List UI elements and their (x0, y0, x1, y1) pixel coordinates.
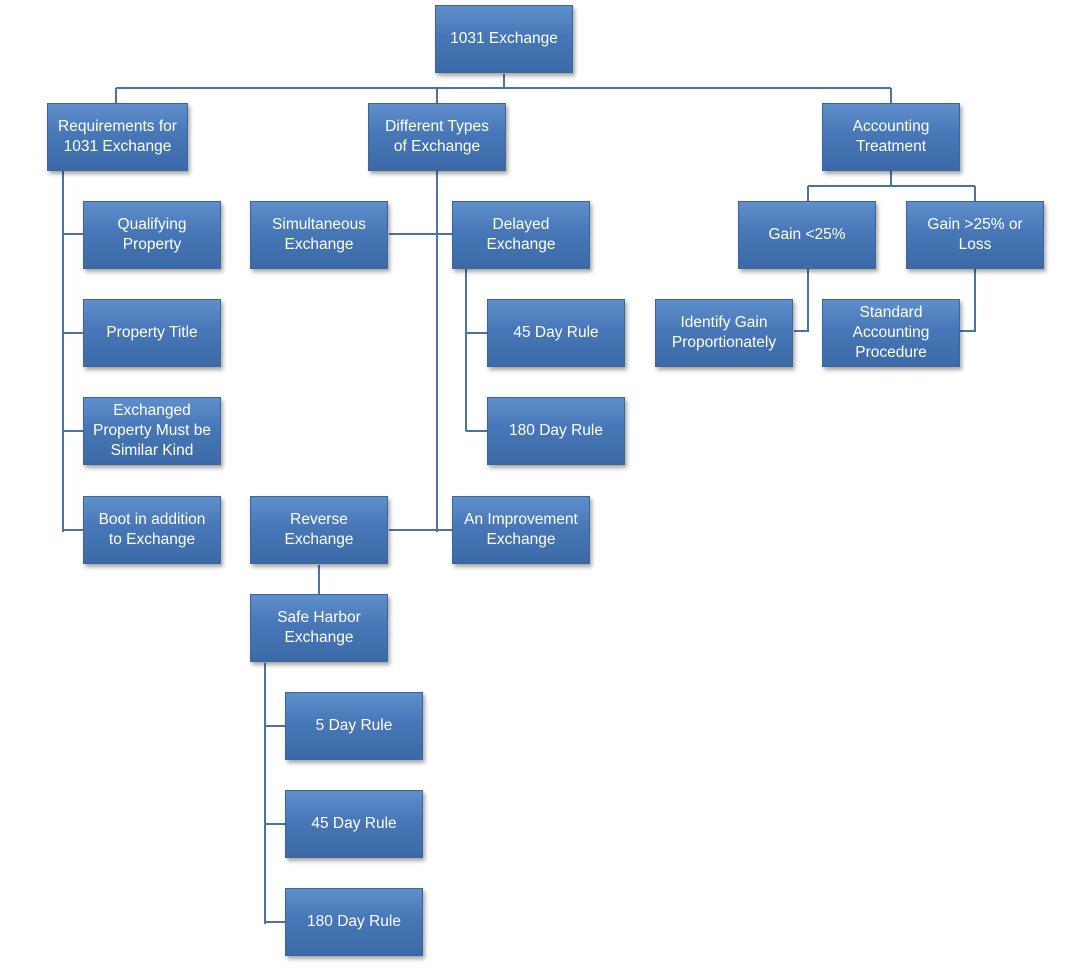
connector-safe-harbor (264, 663, 286, 924)
node-accounting: Accounting Treatment (822, 103, 960, 171)
node-title: Property Title (83, 299, 221, 367)
node-safe-45: 45 Day Rule (285, 790, 423, 858)
node-safe-180: 180 Day Rule (285, 888, 423, 956)
node-gain-lt: Gain <25% (738, 201, 876, 269)
node-requirements: Requirements for 1031 Exchange (47, 103, 188, 171)
node-similar: Exchanged Property Must be Similar Kind (83, 397, 221, 465)
connector-delayed (465, 268, 488, 432)
node-qualifying: Qualifying Property (83, 201, 221, 269)
node-delayed: Delayed Exchange (452, 201, 590, 269)
connector-accounting (807, 171, 976, 201)
node-reverse: Reverse Exchange (250, 496, 388, 564)
node-safe-harbor: Safe Harbor Exchange (250, 594, 388, 662)
connector-root (115, 74, 892, 103)
connector-gain (794, 268, 976, 332)
node-delayed-180: 180 Day Rule (487, 397, 625, 465)
connector-types (389, 171, 453, 532)
node-safe-5: 5 Day Rule (285, 692, 423, 760)
node-delayed-45: 45 Day Rule (487, 299, 625, 367)
connector-requirements (62, 171, 84, 532)
node-standard: Standard Accounting Procedure (822, 299, 960, 367)
node-types: Different Types of Exchange (368, 103, 506, 171)
node-root: 1031 Exchange (435, 5, 573, 73)
node-identify: Identify Gain Proportionately (655, 299, 793, 367)
node-gain-gt: Gain >25% or Loss (906, 201, 1044, 269)
node-boot: Boot in addition to Exchange (83, 496, 221, 564)
node-improvement: An Improvement Exchange (452, 496, 590, 564)
node-simultaneous: Simultaneous Exchange (250, 201, 388, 269)
